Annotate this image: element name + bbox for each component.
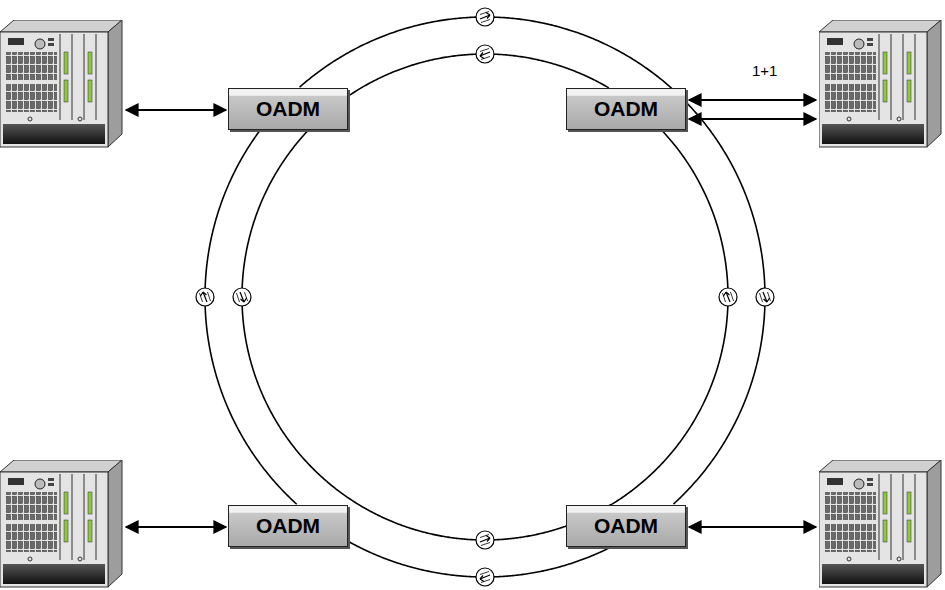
rack-equipment bbox=[0, 460, 122, 587]
node-label: OADM bbox=[256, 514, 320, 538]
link-arrow bbox=[126, 526, 226, 528]
direction-symbol bbox=[756, 288, 774, 306]
link-arrow bbox=[689, 526, 816, 528]
rack-equipment bbox=[819, 20, 941, 147]
fiber-ring bbox=[205, 131, 297, 504]
oadm-box: OADM bbox=[228, 505, 348, 547]
protection-label: 1+1 bbox=[752, 62, 777, 79]
rack-equipment bbox=[0, 20, 122, 147]
oadm-box: OADM bbox=[566, 505, 686, 547]
direction-symbol bbox=[476, 531, 494, 549]
direction-symbol bbox=[476, 45, 494, 63]
link-arrow bbox=[689, 118, 816, 120]
oadm-box: OADM bbox=[228, 88, 348, 130]
direction-symbol bbox=[719, 288, 737, 306]
node-label: OADM bbox=[594, 97, 658, 121]
fiber-ring bbox=[612, 130, 728, 504]
direction-symbol bbox=[476, 8, 494, 26]
direction-symbol bbox=[233, 288, 251, 306]
direction-symbol bbox=[476, 568, 494, 586]
node-label: OADM bbox=[256, 97, 320, 121]
fiber-ring bbox=[242, 130, 327, 481]
direction-symbol bbox=[196, 288, 214, 306]
node-label: OADM bbox=[594, 514, 658, 538]
fiber-ring bbox=[300, 17, 653, 87]
oadm-box: OADM bbox=[566, 88, 686, 130]
link-arrow bbox=[689, 99, 816, 101]
rack-equipment bbox=[819, 460, 941, 587]
fiber-ring bbox=[653, 73, 765, 504]
link-arrow bbox=[126, 109, 226, 111]
